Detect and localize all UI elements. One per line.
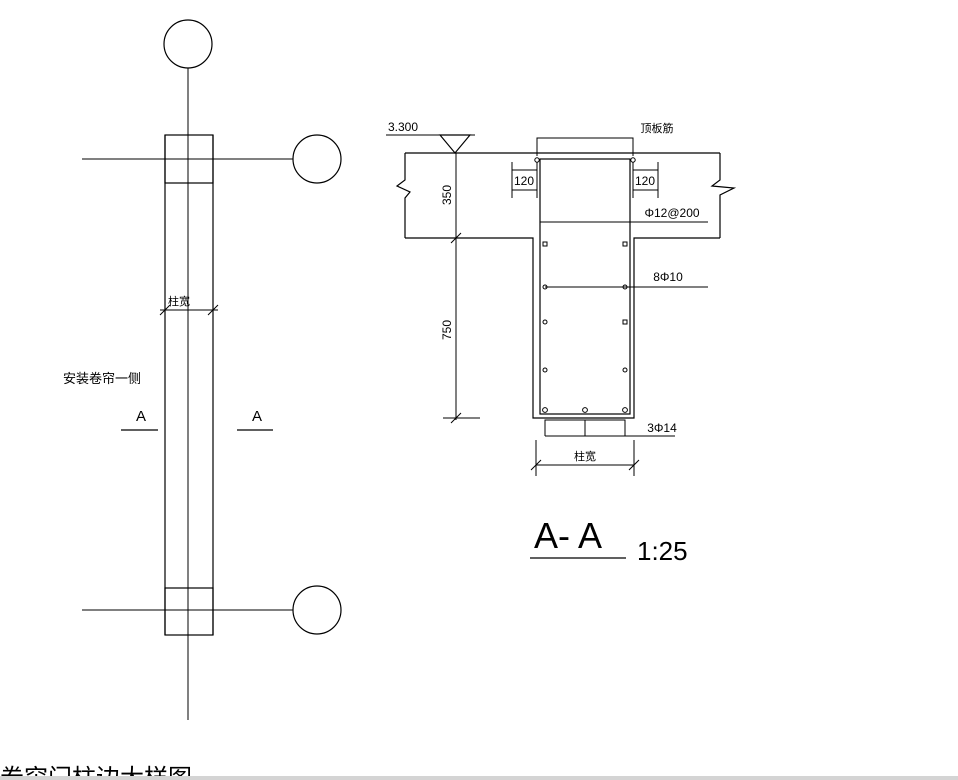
rebar-side-l3 xyxy=(542,319,548,325)
rebar-side-l1 xyxy=(542,241,548,247)
rebar-bottom-2 xyxy=(582,407,588,413)
stirrup-label: Φ12@200 xyxy=(644,206,699,220)
rebar-bottom-1 xyxy=(542,407,548,413)
break-line-left xyxy=(395,153,411,238)
cut-mark-left-label: A xyxy=(136,408,146,425)
top-bar-leader xyxy=(536,137,634,156)
rebar-side-l4 xyxy=(542,367,548,373)
axis-bubble-upper xyxy=(292,134,342,184)
axis-bubble-lower xyxy=(292,585,342,635)
depth-top-label: 350 xyxy=(440,185,454,205)
viewer-bottom-edge xyxy=(0,776,958,780)
dim-120-left-box xyxy=(511,169,538,191)
rebar-top-left xyxy=(534,157,540,163)
col-width-tick-right xyxy=(207,304,219,316)
dim-120-right-label: 120 xyxy=(635,174,655,188)
section-aa: 3.300 顶板筋 120 120 Φ12@200 xyxy=(386,120,737,566)
cut-mark-right-label: A xyxy=(252,408,262,425)
column-pier-bottom xyxy=(164,587,214,636)
depth-bottom-label: 750 xyxy=(440,320,454,340)
rebar-bottom-3 xyxy=(622,407,628,413)
width-dim-tick-left xyxy=(530,459,542,471)
bottom-bars-label: 3Φ14 xyxy=(647,421,677,435)
rebar-side-r3 xyxy=(622,319,628,325)
rebar-side-r1 xyxy=(622,241,628,247)
dim-120-right-box xyxy=(632,169,659,191)
side-bars-label: 8Φ10 xyxy=(653,270,683,284)
section-scale: 1:25 xyxy=(637,536,688,566)
install-side-note: 安装卷帘一侧 xyxy=(63,371,141,387)
break-line-right xyxy=(710,153,737,238)
top-bar-label: 顶板筋 xyxy=(641,121,674,135)
level-triangle xyxy=(438,134,472,154)
width-dim-label: 柱宽 xyxy=(574,449,596,463)
column-pier-top xyxy=(164,134,214,184)
level-label: 3.300 xyxy=(388,120,418,134)
rebar-side-r4 xyxy=(622,367,628,373)
dim-120-left-label: 120 xyxy=(514,174,534,188)
rebar-top-right xyxy=(630,157,636,163)
col-width-label: 柱宽 xyxy=(168,294,190,308)
col-width-tick-left xyxy=(159,304,171,316)
width-dim-tick-right xyxy=(628,459,640,471)
section-title: A- A xyxy=(534,515,602,556)
column-plan: 柱宽 安装卷帘一侧 A A 卷帘门柱边大样图 xyxy=(0,19,342,780)
beam-outline xyxy=(405,237,720,419)
axis-bubble-top xyxy=(163,19,213,69)
depth-dim-tick-mid xyxy=(450,232,462,244)
